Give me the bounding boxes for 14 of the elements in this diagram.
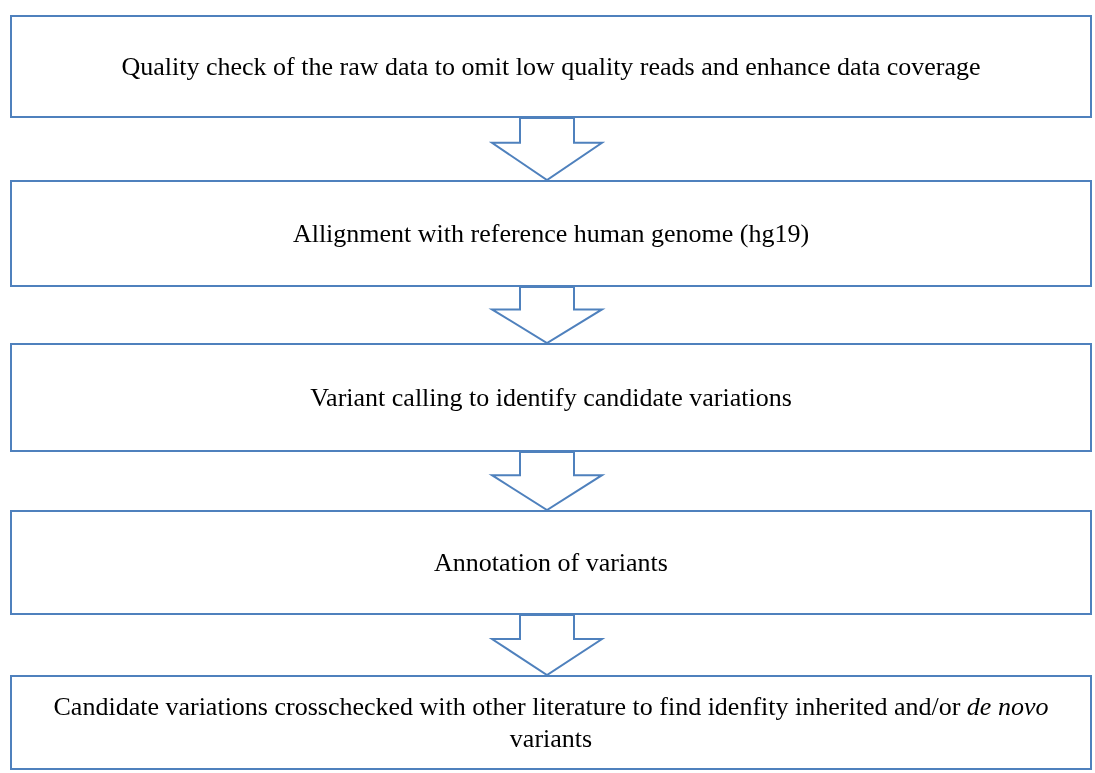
process-box: [10, 675, 1092, 770]
step-text: Allignment with reference human genome (hg19): [292, 217, 810, 250]
block-arrow: [488, 451, 606, 512]
block-arrow: [488, 614, 606, 677]
process-box: [10, 510, 1092, 615]
step-text: Variant calling to identify candidate variations: [310, 381, 792, 414]
block-arrow: [488, 117, 606, 182]
step-text: Candidate variations crosschecked with other literature to find idenfity inherited and/or de novo variants: [52, 690, 1050, 755]
block-arrow: [488, 286, 606, 345]
process-box: [10, 343, 1092, 452]
process-box: [10, 180, 1092, 287]
process-box: [10, 15, 1092, 118]
step-text: Quality check of the raw data to omit low quality reads and enhance data coverage: [121, 50, 981, 83]
step-text: Annotation of variants: [434, 546, 668, 579]
